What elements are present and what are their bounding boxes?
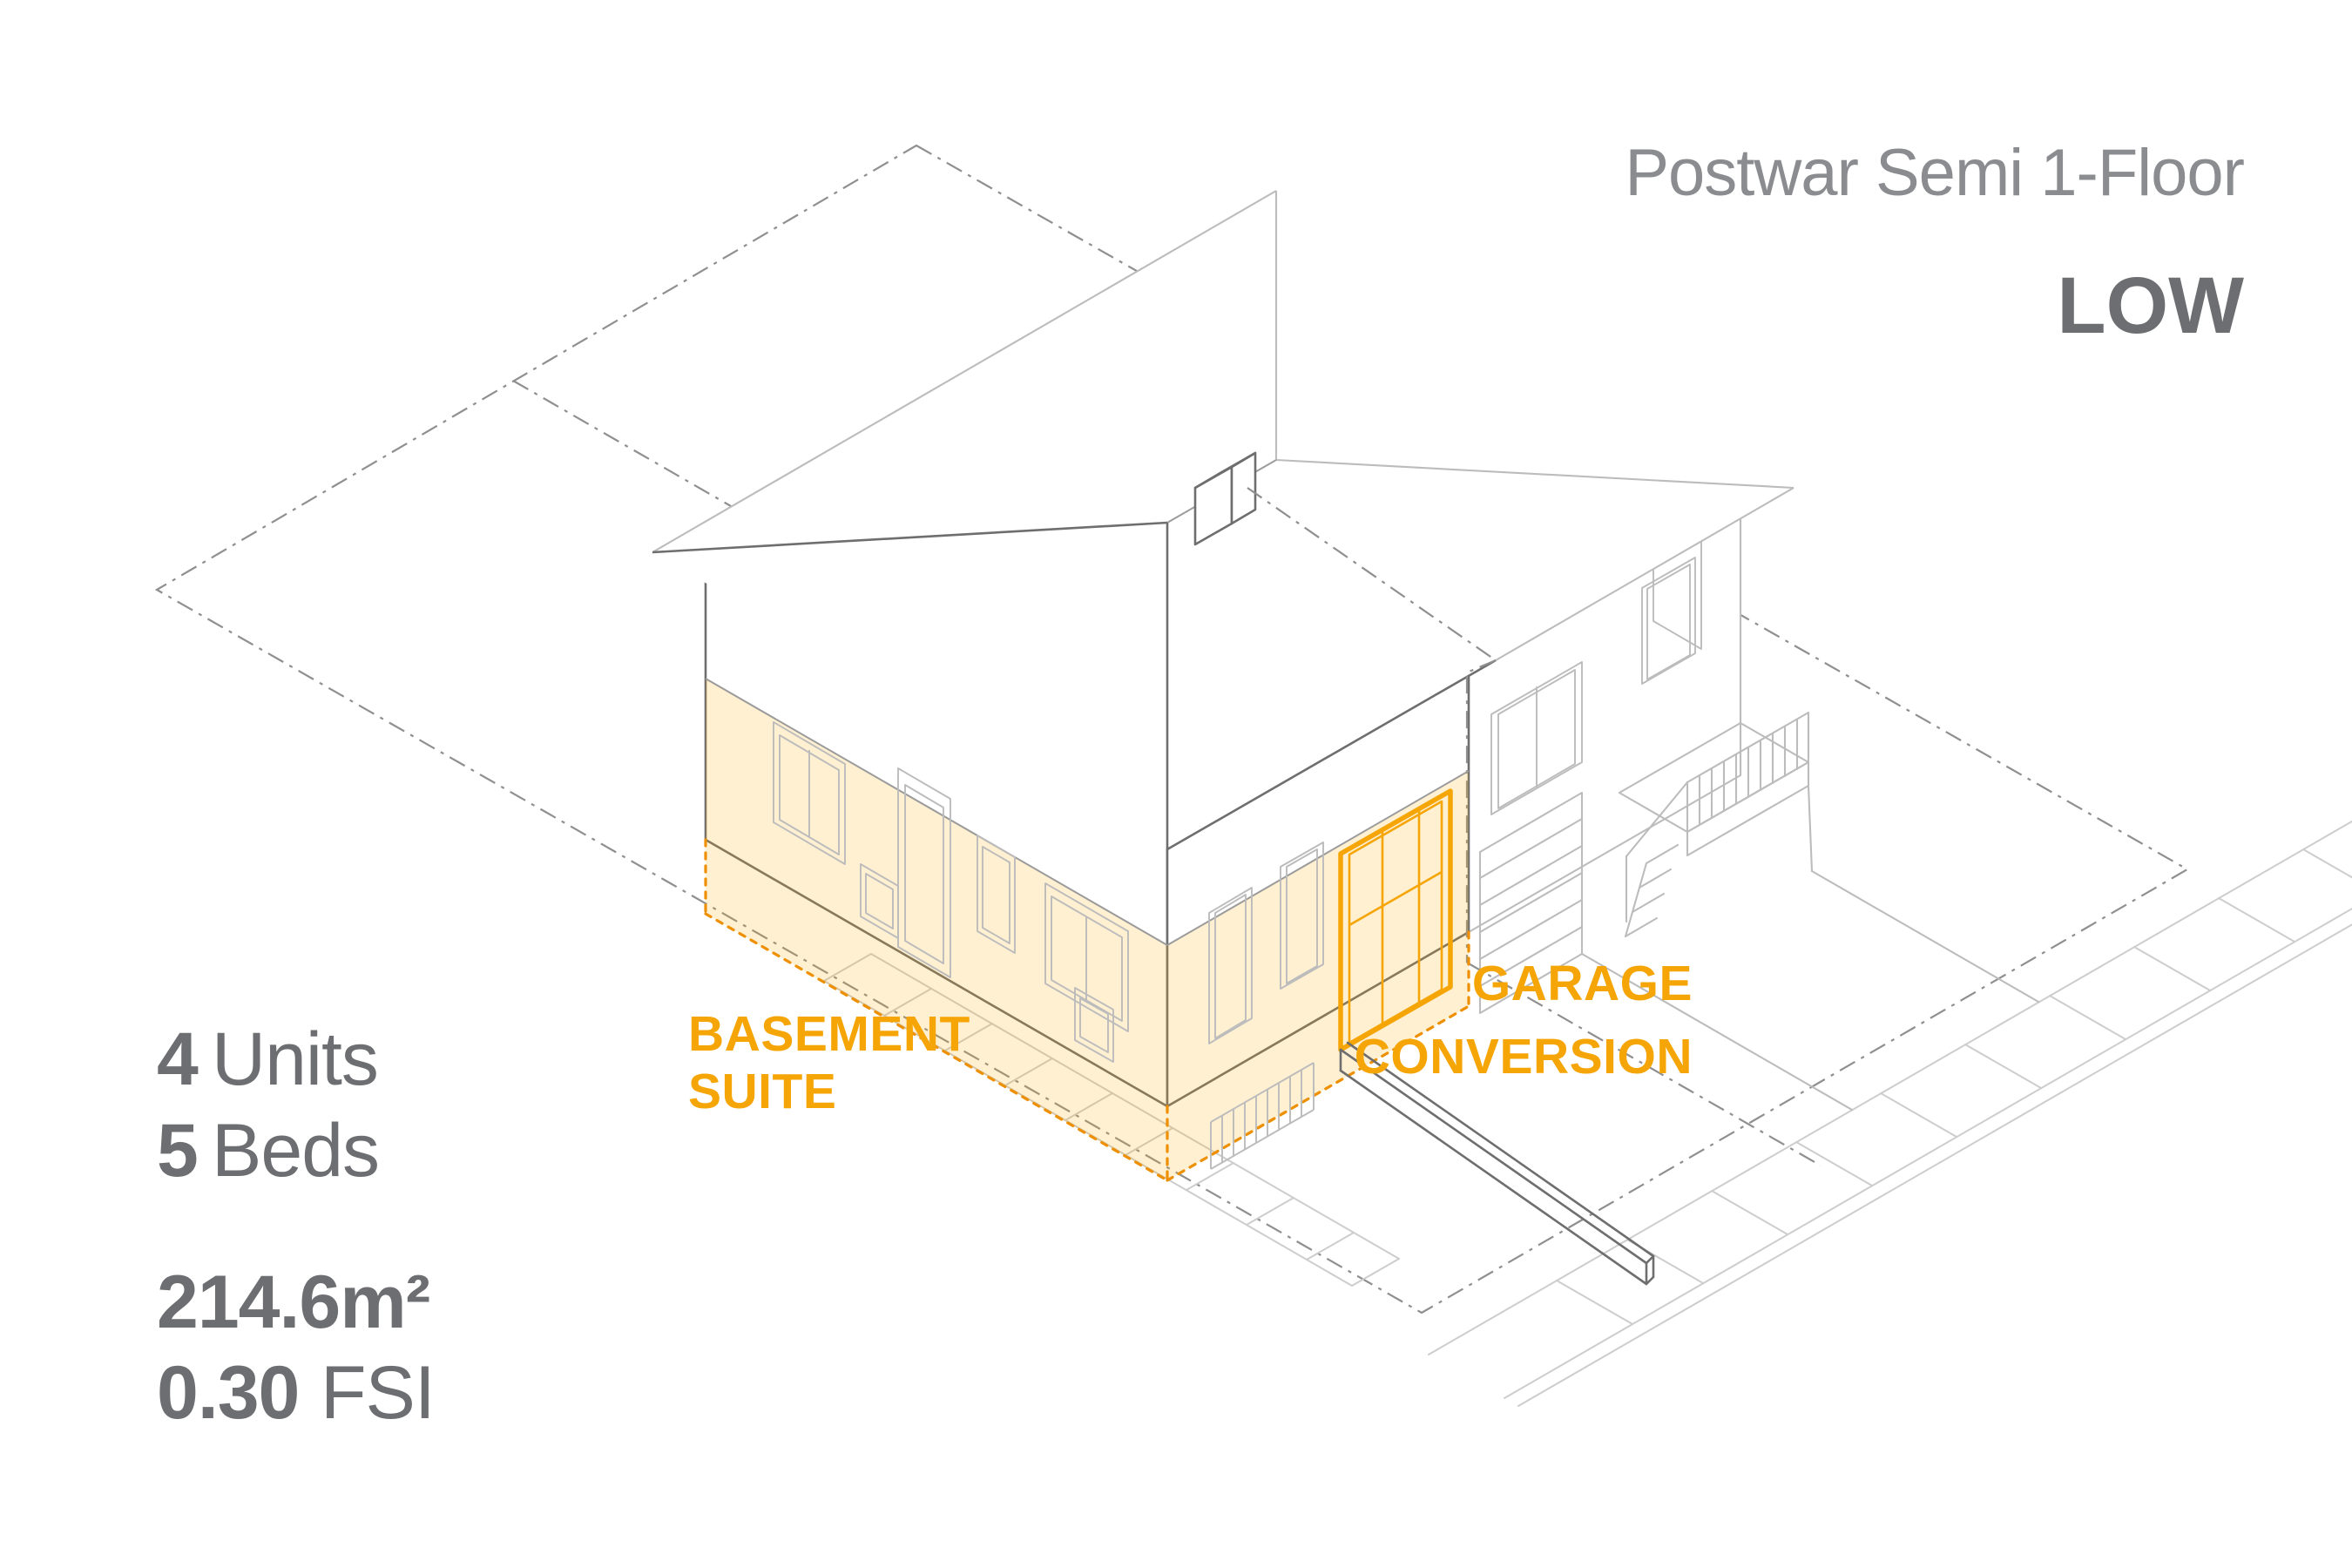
labels: Postwar Semi 1-Floor LOW 4 Units 5 Beds … — [157, 136, 2246, 1435]
neighbour-driveway — [1580, 784, 2040, 1112]
main-unit-windows — [773, 721, 1324, 1063]
basement-floor-lines — [705, 678, 1470, 946]
garage-conversion-panel — [1338, 788, 1453, 1052]
party-line-rear — [512, 380, 732, 507]
side-window-narrow — [977, 835, 1016, 954]
neighbour-railing — [1625, 711, 1810, 923]
basement-suite-label-line2: SUITE — [688, 1064, 836, 1119]
density-level: LOW — [2057, 261, 2244, 350]
roof-right-face — [1276, 191, 1794, 488]
garage-panel-outer — [1338, 788, 1453, 1052]
street-sidewalk — [1428, 820, 2352, 1407]
basement-highlight — [706, 679, 1469, 1180]
chimney-top — [1193, 451, 1257, 490]
neighbour-window-over-garage — [1490, 661, 1583, 815]
front-window-2 — [1280, 841, 1324, 990]
garage-conversion-label-line1: GARAGE — [1472, 956, 1693, 1011]
side-window-pair-back — [773, 721, 846, 865]
basement-suite-label-line1: BASEMENT — [688, 1006, 970, 1062]
basement-highlight-side — [706, 679, 1167, 1180]
fsi-value: 0.30 — [157, 1351, 299, 1435]
floor-area: 214.6m² — [157, 1260, 429, 1344]
basement-stair-railing — [1210, 1062, 1315, 1170]
basement-dashed-outline — [704, 838, 1470, 1182]
neighbour-garage-door — [1478, 791, 1584, 1015]
units-value: 4 — [157, 1017, 199, 1101]
retaining-wall — [1339, 1041, 1655, 1286]
page-title: Postwar Semi 1-Floor — [1625, 136, 2244, 210]
party-line — [1247, 487, 1821, 1166]
side-window-pair-front — [1044, 882, 1129, 1032]
beds-value: 5 — [157, 1109, 198, 1193]
side-entry-door — [897, 767, 951, 978]
front-window-1 — [1208, 887, 1253, 1044]
garage-conversion-label-line2: CONVERSION — [1355, 1029, 1693, 1085]
beds-label: Beds — [212, 1109, 379, 1193]
roof-front-face — [1167, 460, 1794, 849]
roof — [652, 190, 1794, 851]
neighbour-window-porch — [1641, 557, 1696, 685]
neighbour-steps — [1624, 843, 1680, 938]
garage-panel-inner — [1348, 800, 1443, 1044]
side-basement-window-2 — [1074, 987, 1114, 1063]
lot-boundary — [154, 144, 2190, 1315]
retaining-wall-end — [1645, 1254, 1655, 1286]
units-label: Units — [212, 1017, 378, 1101]
roof-left-face — [652, 523, 1167, 849]
front-walkway — [823, 953, 1400, 1287]
basement-highlight-front — [1167, 771, 1469, 1180]
fsi-label: FSI — [321, 1351, 435, 1435]
chimney — [1193, 451, 1257, 546]
